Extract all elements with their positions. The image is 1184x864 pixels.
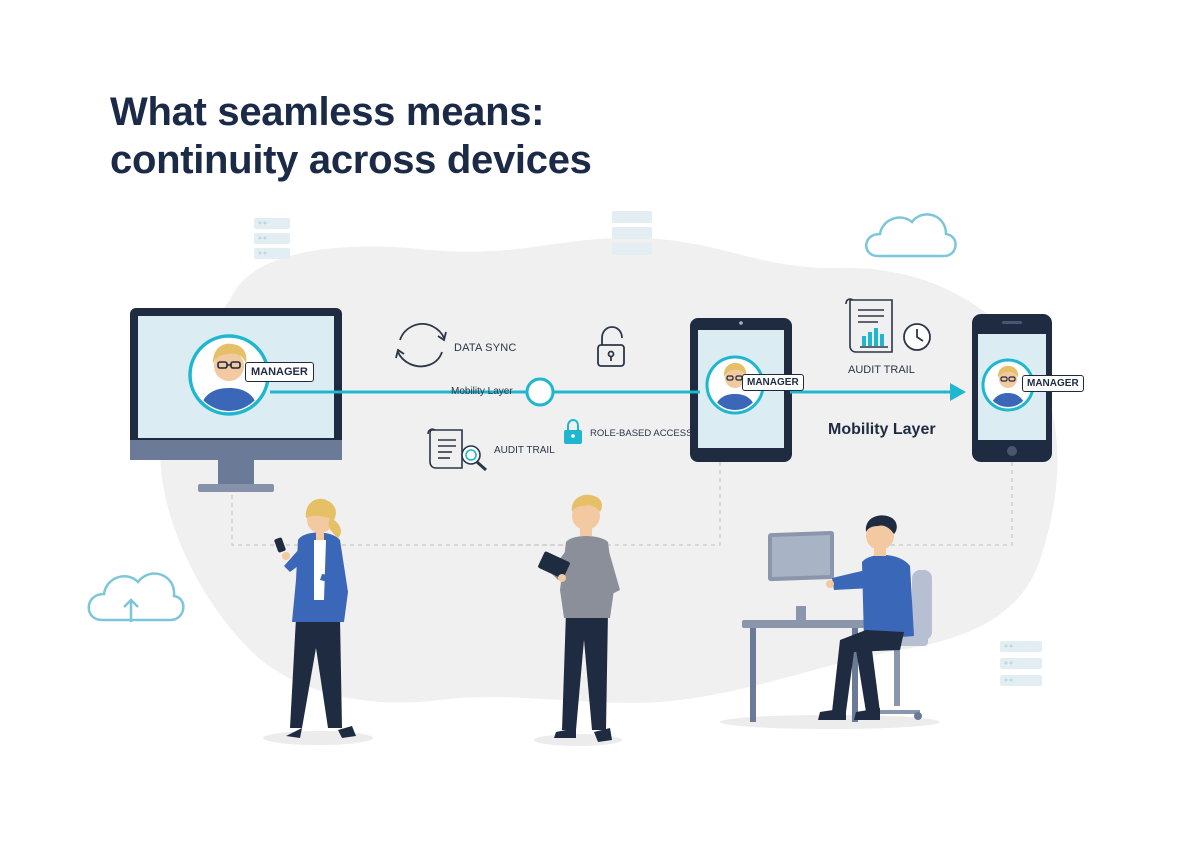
server-stack-icon	[612, 211, 652, 255]
desktop-manager-badge: MANAGER	[245, 362, 314, 382]
page-title: What seamless means: continuity across d…	[110, 88, 592, 184]
lock-open-icon	[597, 326, 625, 367]
clock-icon	[903, 323, 931, 351]
sync-icon	[395, 323, 447, 368]
avatar-phone	[981, 358, 1035, 412]
avatar-tablet	[705, 355, 765, 415]
background-blob	[160, 237, 1058, 703]
person-seated-desk	[720, 515, 940, 729]
audit-trail-label-right: AUDIT TRAIL	[848, 364, 915, 376]
person-man-tablet	[534, 494, 622, 746]
document-search-icon	[427, 428, 487, 472]
cloud-upload-icon	[87, 572, 185, 622]
server-stack-icon	[254, 218, 290, 259]
person-woman-walking	[263, 498, 373, 745]
phone-manager-badge: MANAGER	[1022, 375, 1084, 392]
dashed-connectors	[231, 462, 1013, 546]
lock-icon	[564, 418, 582, 444]
title-line-2: continuity across devices	[110, 138, 592, 182]
mobility-layer-label-small: Mobility Layer	[451, 386, 513, 397]
title-line-1: What seamless means:	[110, 90, 545, 134]
server-stack-icon	[1000, 641, 1042, 686]
data-sync-label: DATA SYNC	[454, 342, 517, 354]
arrow-right-icon	[950, 383, 966, 401]
cloud-icon	[865, 213, 957, 258]
tablet-manager-badge: MANAGER	[742, 374, 804, 391]
mobility-connector	[270, 377, 966, 407]
mobility-layer-label-big: Mobility Layer	[828, 421, 936, 438]
role-based-access-label: ROLE-BASED ACCESS	[590, 428, 693, 439]
report-chart-icon	[845, 298, 893, 353]
audit-trail-label-left: AUDIT TRAIL	[494, 445, 555, 456]
